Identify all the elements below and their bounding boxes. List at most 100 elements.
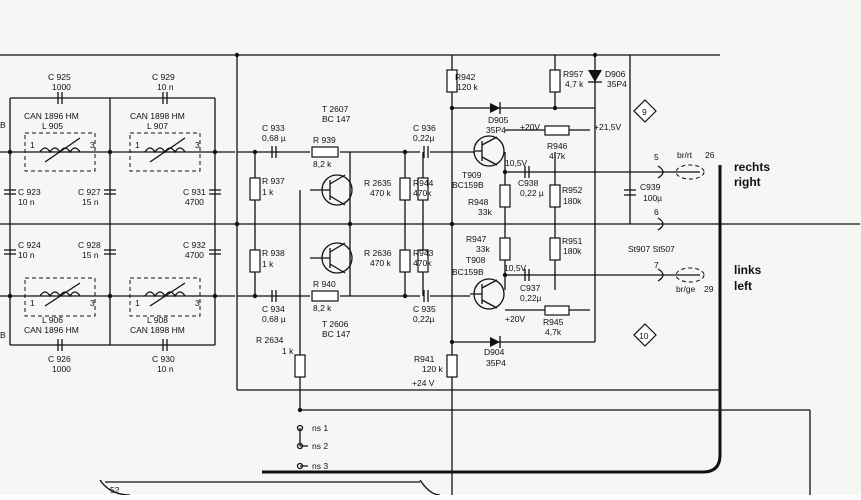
label-c939-value: 100µ	[643, 193, 662, 203]
label-c938-value: 0,22 µ	[520, 188, 544, 198]
label-r2635-name: R 2635	[364, 178, 392, 188]
label-pin-29: 29	[704, 284, 714, 294]
marker-10-label: 10	[639, 331, 649, 341]
coil-symbols	[24, 132, 201, 317]
label-c927-value: 15 n	[82, 197, 99, 207]
label-r940-value: 8,2 k	[313, 303, 332, 313]
label-pin-26: 26	[705, 150, 715, 160]
label-l906-type: CAN 1896 HM	[24, 325, 79, 335]
label-edge-b-top: B	[0, 120, 6, 130]
label-l906-pin1: 1	[30, 298, 35, 308]
label-voltage-24: +24 V	[412, 378, 435, 388]
label-t2607-name: T 2607	[322, 104, 349, 114]
label-r942-value: 120 k	[457, 82, 479, 92]
label-c923-value: 10 n	[18, 197, 35, 207]
label-c933-value: 0,68 µ	[262, 133, 286, 143]
label-r942-name: R942	[455, 72, 476, 82]
label-c930-name: C 930	[152, 354, 175, 364]
label-voltage-20-bottom: +20V	[505, 314, 525, 324]
label-c936-name: C 936	[413, 123, 436, 133]
label-st907-st507: St907 St507	[628, 244, 675, 254]
label-r941-name: R941	[414, 354, 435, 364]
label-t908-name: T908	[466, 255, 486, 265]
label-ns3: ns 3	[312, 461, 328, 471]
label-t909-name: T909	[462, 170, 482, 180]
label-l908-pin1: 1	[135, 298, 140, 308]
label-voltage-20-top: +20V	[520, 122, 540, 132]
label-r940-name: R 940	[313, 279, 336, 289]
label-r943-value: 470k	[413, 258, 432, 268]
label-l905-type: CAN 1896 HM	[24, 111, 79, 121]
label-l906-name: L 906	[42, 315, 63, 325]
label-c924-value: 10 n	[18, 250, 35, 260]
label-r939-name: R 939	[313, 135, 336, 145]
label-r951-name: R951	[562, 236, 583, 246]
capacitor-symbols	[4, 92, 636, 351]
label-l906-pin3: 3	[90, 298, 95, 308]
label-r948-name: R948	[468, 197, 489, 207]
label-voltage-10-5-bottom: 10,5V	[504, 263, 527, 273]
label-t909-type: BC159B	[452, 180, 484, 190]
label-r946-value: 4,7k	[549, 151, 566, 161]
transistor-symbols	[310, 135, 505, 310]
label-r2634-name: R 2634	[256, 335, 284, 345]
label-voltage-21-5: +21,5V	[594, 122, 622, 132]
label-c928-name: C 928	[78, 240, 101, 250]
label-r937-value: 1 k	[262, 187, 274, 197]
label-l907-pin3: 3	[195, 140, 200, 150]
label-r943-name: R943	[413, 248, 434, 258]
label-l905-pin1: 1	[30, 140, 35, 150]
label-r944-name: R944	[413, 178, 434, 188]
label-c930-value: 10 n	[157, 364, 174, 374]
label-c928-value: 15 n	[82, 250, 99, 260]
label-d906-type: 35P4	[607, 79, 627, 89]
label-c925-value: 1000	[52, 82, 71, 92]
label-c924-name: C 924	[18, 240, 41, 250]
label-r957-name: R957	[563, 69, 584, 79]
label-c937-value: 0,22µ	[520, 293, 542, 303]
label-r951-value: 180k	[563, 246, 582, 256]
label-r947-value: 33k	[476, 244, 490, 254]
label-edge-b-bottom: B	[0, 330, 6, 340]
label-c933-name: C 933	[262, 123, 285, 133]
label-c938-name: C938	[518, 178, 539, 188]
label-l907-name: L 907	[147, 121, 168, 131]
label-l905-pin3: 3	[90, 140, 95, 150]
label-d904-type: 35P4	[486, 358, 506, 368]
label-c923-name: C 923	[18, 187, 41, 197]
label-r2634-value: 1 k	[282, 346, 294, 356]
label-br-ge: br/ge	[676, 284, 696, 294]
label-r945-name: R945	[543, 317, 564, 327]
label-r948-value: 33k	[478, 207, 492, 217]
label-c932-value: 4700	[185, 250, 204, 260]
label-output-left-de: links	[734, 263, 762, 277]
label-c939-name: C939	[640, 182, 661, 192]
label-pin-6: 6	[654, 207, 659, 217]
label-r946-name: R946	[547, 141, 568, 151]
label-t2606-type: BC 147	[322, 329, 351, 339]
label-r937-name: R 937	[262, 176, 285, 186]
label-c935-name: C 935	[413, 304, 436, 314]
label-pin-5: 5	[654, 152, 659, 162]
label-l905-name: L 905	[42, 121, 63, 131]
label-d905-type: 35P4	[486, 125, 506, 135]
label-d904-name: D904	[484, 347, 505, 357]
label-d906-name: D906	[605, 69, 626, 79]
label-c932-name: C 932	[183, 240, 206, 250]
label-r2636-name: R 2636	[364, 248, 392, 258]
label-output-left-en: left	[734, 279, 752, 293]
diode-symbols	[490, 70, 602, 348]
label-l907-type: CAN 1898 HM	[130, 111, 185, 121]
label-c929-value: 10 n	[157, 82, 174, 92]
label-c934-value: 0,68 µ	[262, 314, 286, 324]
label-c927-name: C 927	[78, 187, 101, 197]
label-l908-name: L 908	[147, 315, 168, 325]
label-c935-value: 0,22µ	[413, 314, 435, 324]
label-r939-value: 8,2 k	[313, 159, 332, 169]
label-r944-value: 470k	[413, 188, 432, 198]
junction-dots	[7, 52, 598, 413]
label-t2607-type: BC 147	[322, 114, 351, 124]
label-c931-value: 4700	[185, 197, 204, 207]
label-c936-value: 0,22µ	[413, 133, 435, 143]
